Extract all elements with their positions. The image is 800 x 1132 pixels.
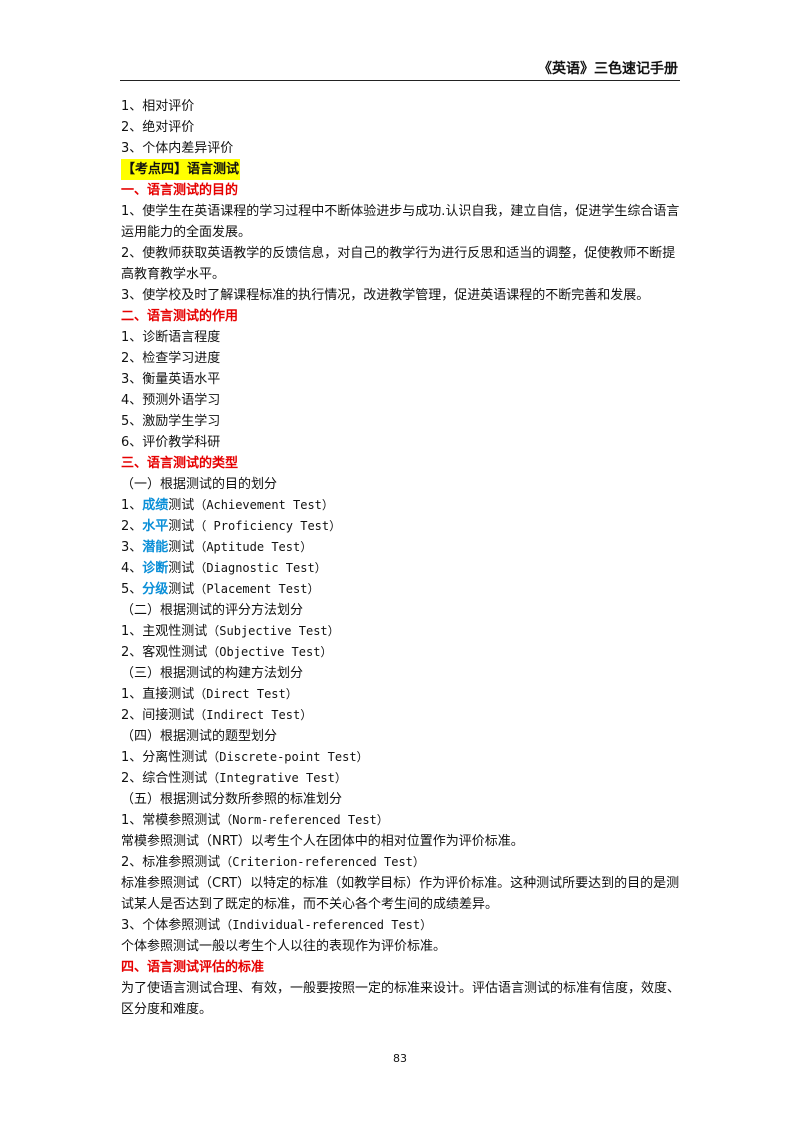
- subsection-title: （五）根据测试分数所参照的标准划分: [121, 792, 343, 807]
- list-item: 4、预测外语学习: [121, 393, 221, 408]
- topic-badge: 【考点四】语言测试: [121, 159, 241, 180]
- list-item: 5、激励学生学习: [121, 414, 221, 429]
- list-item: 1、相对评价: [121, 99, 195, 114]
- keyword: 诊断: [142, 561, 169, 576]
- list-item: 2、检查学习进度: [121, 351, 221, 366]
- list-item: 3、个体内差异评价: [121, 141, 234, 156]
- section-heading: 二、语言测试的作用: [121, 309, 239, 324]
- paragraph: 1、使学生在英语课程的学习过程中不断体验进步与成功.认识自我，建立自信，促进学生…: [121, 204, 680, 240]
- page-number: 83: [393, 1052, 407, 1065]
- list-item: 1、常模参照测试（Norm-referenced Test）: [121, 813, 389, 828]
- list-item: 1、分离性测试（Discrete-point Test）: [121, 750, 369, 765]
- list-item: 2、水平测试（ Proficiency Test）: [121, 519, 342, 534]
- subsection-title: （二）根据测试的评分方法划分: [121, 603, 304, 618]
- keyword: 成绩: [142, 498, 169, 513]
- keyword: 水平: [142, 519, 169, 534]
- list-item: 3、衡量英语水平: [121, 372, 221, 387]
- section-heading: 四、语言测试评估的标准: [121, 960, 265, 975]
- list-item: 5、分级测试（Placement Test）: [121, 582, 320, 597]
- header-title: 《英语》三色速记手册: [538, 61, 678, 77]
- list-item: 2、综合性测试（Integrative Test）: [121, 771, 347, 786]
- list-item: 2、间接测试（Indirect Test）: [121, 708, 313, 723]
- section-heading: 三、语言测试的类型: [121, 456, 239, 471]
- paragraph: 标准参照测试（CRT）以特定的标准（如教学目标）作为评价标准。这种测试所要达到的…: [121, 876, 680, 912]
- page-content: 1、相对评价 2、绝对评价 3、个体内差异评价 【考点四】语言测试 一、语言测试…: [121, 96, 683, 1020]
- paragraph: 常模参照测试（NRT）以考生个人在团体中的相对位置作为评价标准。: [121, 834, 524, 849]
- keyword: 分级: [142, 582, 169, 597]
- list-item: 3、个体参照测试（Individual-referenced Test）: [121, 918, 433, 933]
- paragraph: 个体参照测试一般以考生个人以往的表现作为评价标准。: [121, 939, 447, 954]
- subsection-title: （一）根据测试的目的划分: [121, 477, 278, 492]
- keyword: 潜能: [142, 540, 169, 555]
- list-item: 1、直接测试（Direct Test）: [121, 687, 298, 702]
- list-item: 2、标准参照测试（Criterion-referenced Test）: [121, 855, 425, 870]
- list-item: 1、主观性测试（Subjective Test）: [121, 624, 340, 639]
- list-item: 2、绝对评价: [121, 120, 195, 135]
- subsection-title: （四）根据测试的题型划分: [121, 729, 278, 744]
- list-item: 3、潜能测试（Aptitude Test）: [121, 540, 313, 555]
- page-header: 《英语》三色速记手册: [120, 58, 680, 81]
- list-item: 2、客观性测试（Objective Test）: [121, 645, 333, 660]
- list-item: 6、评价教学科研: [121, 435, 221, 450]
- list-item: 4、诊断测试（Diagnostic Test）: [121, 561, 327, 576]
- paragraph: 2、使教师获取英语教学的反馈信息，对自己的教学行为进行反思和适当的调整，促使教师…: [121, 246, 676, 282]
- section-heading: 一、语言测试的目的: [121, 183, 239, 198]
- list-item: 1、成绩测试（Achievement Test）: [121, 498, 334, 513]
- paragraph: 为了使语言测试合理、有效，一般要按照一定的标准来设计。评估语言测试的标准有信度，…: [121, 981, 681, 1017]
- subsection-title: （三）根据测试的构建方法划分: [121, 666, 304, 681]
- list-item: 1、诊断语言程度: [121, 330, 221, 345]
- paragraph: 3、使学校及时了解课程标准的执行情况，改进教学管理，促进英语课程的不断完善和发展…: [121, 288, 650, 303]
